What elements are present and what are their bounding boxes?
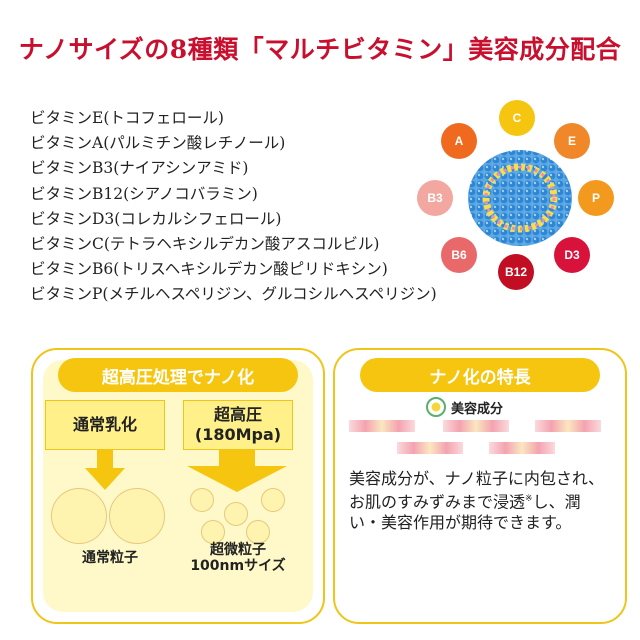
vitamin-nano-diagram: C A E B3 P B6 D3 B12 (417, 100, 620, 300)
skin-layer-bar (535, 420, 601, 432)
vitamin-b3-dot: B3 (417, 180, 453, 216)
vitamin-d3-dot: D3 (554, 237, 590, 273)
feature-text-rest: し、潤い・美容作用が期待できます。 (349, 492, 581, 533)
normal-particle-label: 通常粒子 (82, 550, 138, 566)
vitamin-e-dot: E (554, 123, 590, 159)
feature-description: 美容成分が、ナノ粒子に内包され、お肌のすみずみまで浸透※し、潤い・美容作用が期待… (349, 468, 609, 533)
down-arrow-icon (85, 450, 125, 490)
vitamin-b6-dot: B6 (441, 237, 477, 273)
vitamin-list: ビタミンE(トコフェロール) ビタミンA(パルミチン酸レチノール) ビタミンB3… (30, 106, 437, 308)
normal-emulsion-label: 通常乳化 (72, 415, 137, 434)
micro-particle-title: 超微粒子 (210, 542, 266, 558)
skin-layer-bar (397, 442, 463, 454)
panel-header: ナノ化の特長 (360, 358, 600, 392)
micro-particle (261, 488, 285, 512)
wide-down-arrow-icon (187, 450, 287, 492)
micro-particle (224, 502, 248, 526)
vitamin-b12-dot: B12 (498, 254, 534, 290)
footnote-mark: ※ (525, 494, 533, 504)
skin-layer-bar (443, 420, 509, 432)
panel-background (345, 360, 615, 612)
high-pressure-label: 超高圧 (213, 405, 262, 424)
ingredient-capsule-icon (426, 397, 446, 417)
skin-layer-bar (489, 442, 555, 454)
feature-text-main: 美容成分が、ナノ粒子に内包され、お肌のすみずみまで浸透 (349, 469, 605, 512)
micro-particle (201, 520, 225, 544)
nano-process-panel: 超高圧処理でナノ化 通常乳化 超高圧 (180Mpa) 通常粒子 超微粒子 10… (31, 348, 325, 624)
normal-particle (109, 488, 165, 544)
micro-particle (246, 520, 270, 544)
high-pressure-box: 超高圧 (180Mpa) (183, 400, 293, 450)
vitamin-item: ビタミンE(トコフェロール) (30, 109, 224, 127)
nano-capsule-illustration (468, 150, 572, 246)
vitamin-item: ビタミンB12(シアノコバラミン) (30, 184, 258, 203)
vitamin-item: ビタミンB6(トリスヘキシルデカン酸ピリドキシン) (30, 260, 388, 279)
vitamin-item: ビタミンC(テトラヘキシルデカン酸アスコルビル) (30, 235, 380, 254)
high-pressure-value: (180Mpa) (194, 425, 282, 444)
panel-header: 超高圧処理でナノ化 (58, 358, 298, 392)
vitamin-item: ビタミンA(パルミチン酸レチノール) (30, 134, 286, 153)
normal-particle (51, 488, 107, 544)
vitamin-c-dot: C (499, 100, 535, 136)
vitamin-item: ビタミンP(メチルヘスペリジン、グルコシルヘスペリジン) (30, 285, 437, 304)
micro-particle-label: 超微粒子 100nmサイズ (183, 542, 293, 574)
vitamin-a-dot: A (441, 123, 477, 159)
micro-particle-size: 100nmサイズ (190, 558, 286, 574)
micro-particle (190, 488, 214, 512)
vitamin-item: ビタミンD3(コレカルシフェロール) (30, 209, 282, 228)
skin-layer-bar (349, 420, 415, 432)
vitamin-item: ビタミンB3(ナイアシンアミド) (30, 159, 249, 178)
vitamin-p-dot: P (578, 180, 614, 216)
normal-emulsion-box: 通常乳化 (45, 400, 165, 450)
nano-feature-panel: ナノ化の特長 美容成分 美容成分が、ナノ粒子に内包され、お肌のすみずみまで浸透※… (333, 348, 627, 624)
ingredient-legend-label: 美容成分 (451, 402, 504, 417)
page-title: ナノサイズの8種類「マルチビタミン」美容成分配合 (18, 35, 622, 64)
